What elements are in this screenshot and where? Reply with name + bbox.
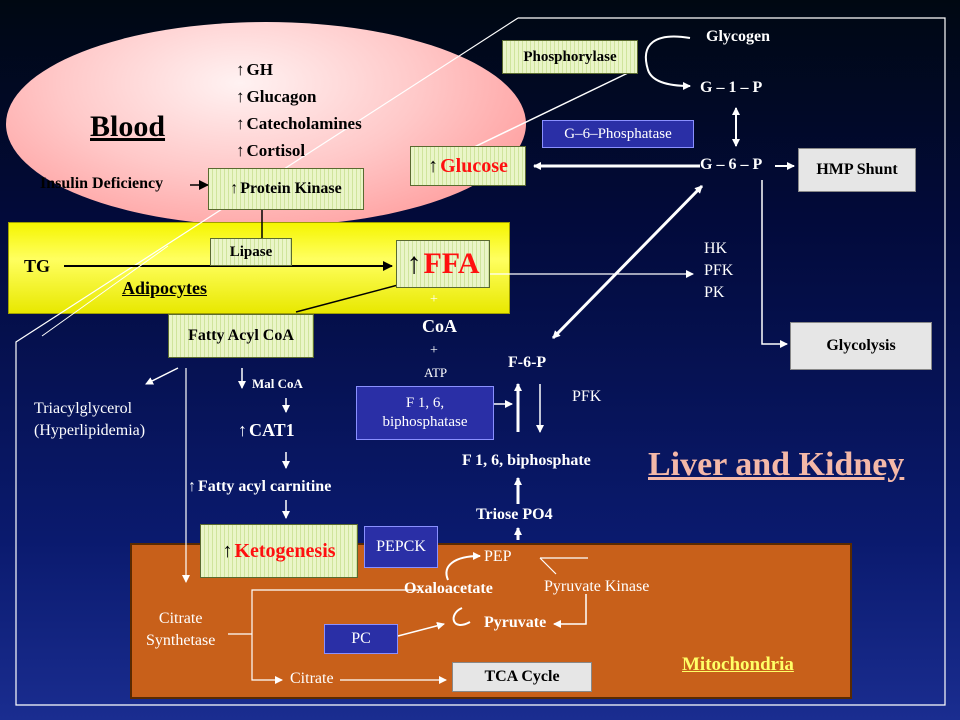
glycolysis-box: Glycolysis (790, 322, 932, 370)
pfk-label: PFK (572, 388, 602, 405)
ketogenesis-box: ↑Ketogenesis (200, 524, 358, 578)
pc-box: PC (324, 624, 398, 654)
glycolytic-enzymes: HK PFK PK (704, 238, 733, 304)
phosphorylase-box: Phosphorylase (502, 40, 638, 74)
mitochondria-title: Mitochondria (682, 654, 794, 675)
hormone-gh: ↑GH (236, 56, 362, 83)
hormone-list: ↑GH ↑Glucagon ↑Catecholamines ↑Cortisol (236, 56, 362, 164)
plus-sign-2: + (430, 343, 438, 358)
up-arrow-icon: ↑ (236, 141, 245, 160)
coa-label: CoA (422, 316, 457, 336)
pep-label: PEP (484, 548, 512, 565)
hormone-cortisol: ↑Cortisol (236, 137, 362, 164)
g1p-label: G – 1 – P (700, 79, 763, 96)
tg-label: TG (24, 256, 51, 276)
mal-coa-label: Mal CoA (252, 376, 303, 391)
hormone-catecholamines: ↑Catecholamines (236, 110, 362, 137)
g6p-label: G – 6 – P (700, 156, 763, 173)
up-arrow-icon: ↑ (236, 87, 245, 106)
g6-phosphatase-box: G–6–Phosphatase (542, 120, 694, 148)
pyruvate-kinase-label: Pyruvate Kinase (544, 578, 650, 595)
protein-kinase-box: ↑Protein Kinase (208, 168, 364, 210)
up-arrow-icon: ↑ (188, 478, 196, 495)
f16-biphosphate-label: F 1, 6, biphosphate (462, 452, 591, 469)
hmp-shunt-box: HMP Shunt (798, 148, 916, 192)
f16-biphosphatase-box: F 1, 6, biphosphatase (356, 386, 494, 440)
enzyme-pfk: PFK (704, 262, 734, 279)
pepck-box: PEPCK (364, 526, 438, 568)
oxaloacetate-label: Oxaloacetate (404, 580, 493, 597)
up-arrow-icon: ↑ (236, 60, 245, 79)
hormone-glucagon: ↑Glucagon (236, 83, 362, 110)
pyruvate-label: Pyruvate (484, 614, 547, 631)
adipocytes-title: Adipocytes (122, 278, 207, 298)
glycogen-label: Glycogen (706, 28, 770, 45)
fatty-acyl-coa-box: Fatty Acyl CoA (168, 314, 314, 358)
atp-label: ATP (424, 365, 448, 380)
up-arrow-icon: ↑ (230, 180, 239, 197)
up-arrow-icon: ↑ (428, 154, 439, 177)
blood-title: Blood (90, 110, 166, 143)
cat1-label: ↑CAT1 (238, 420, 295, 440)
triose-po4-label: Triose PO4 (476, 506, 553, 523)
ffa-box: ↑FFA (396, 240, 490, 288)
up-arrow-icon: ↑ (222, 539, 233, 562)
plus-sign-1: + (430, 292, 438, 307)
insulin-deficiency-label: Insulin Deficiency (40, 175, 164, 192)
liver-kidney-title: Liver and Kidney (648, 446, 905, 483)
f6p-label: F-6-P (508, 354, 547, 371)
up-arrow-icon: ↑ (238, 420, 247, 440)
fatty-acyl-carnitine-label: ↑Fatty acyl carnitine (188, 478, 332, 495)
up-arrow-icon: ↑ (236, 114, 245, 133)
up-arrow-icon: ↑ (406, 247, 422, 280)
citrate-synthetase-label: Citrate Synthetase (146, 610, 216, 649)
tca-cycle-box: TCA Cycle (452, 662, 592, 692)
lipase-box: Lipase (210, 238, 292, 266)
citrate-label: Citrate (290, 670, 334, 687)
enzyme-hk: HK (704, 240, 728, 257)
enzyme-pk: PK (704, 284, 725, 301)
glucose-box: ↑Glucose (410, 146, 526, 186)
triacylglycerol-label: Triacylglycerol (Hyperlipidemia) (34, 400, 146, 439)
